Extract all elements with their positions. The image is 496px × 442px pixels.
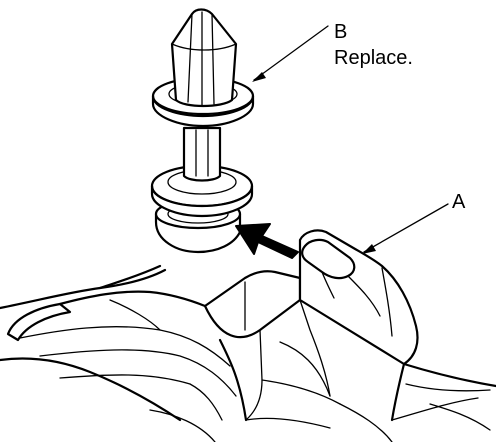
- leader-tip-b: [252, 72, 266, 82]
- arrow-icon: [235, 223, 299, 259]
- leader-line-b: [253, 25, 329, 81]
- leader-tip-a: [362, 244, 376, 254]
- leader-line-a: [363, 203, 449, 253]
- push-clip-b: [150, 8, 255, 218]
- callout-b-letter: B: [334, 21, 347, 43]
- callout-b-note: Replace.: [334, 47, 413, 69]
- callout-a-letter: A: [452, 191, 466, 213]
- mounting-panel-a: [0, 229, 496, 442]
